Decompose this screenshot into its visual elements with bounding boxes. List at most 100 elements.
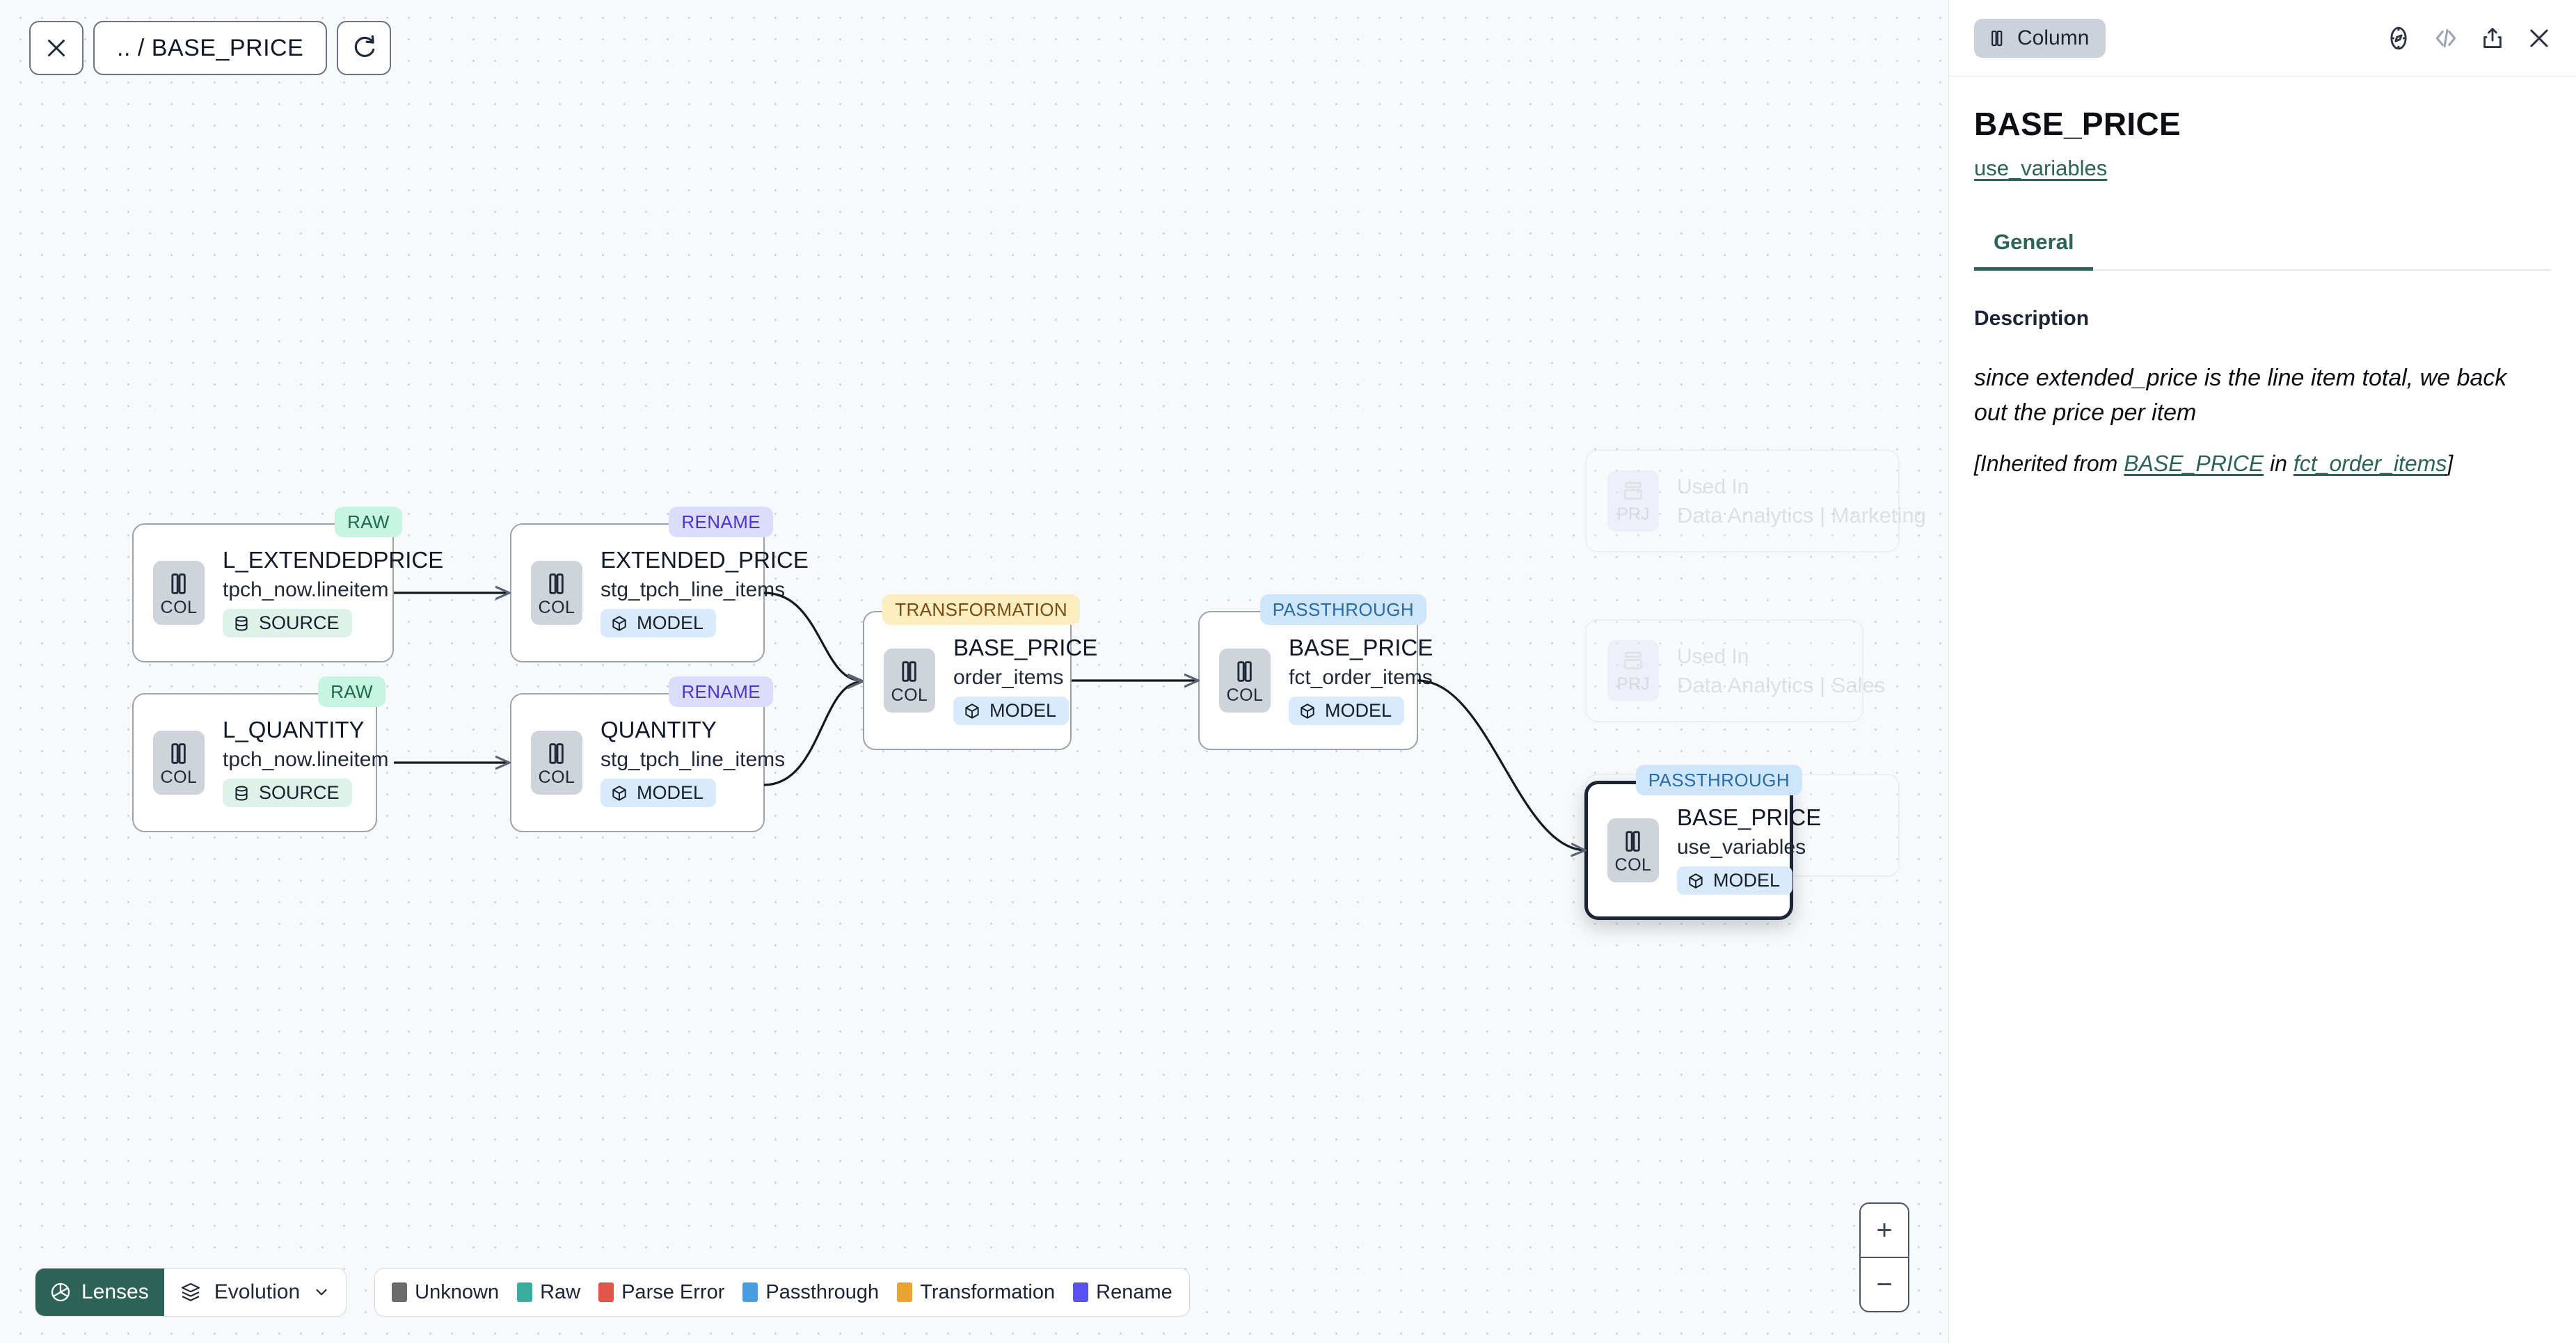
node-subtitle: use_variables <box>1677 835 1806 859</box>
legend-swatch <box>1073 1282 1089 1302</box>
cube-icon <box>965 703 979 719</box>
explore-button[interactable] <box>2385 25 2412 51</box>
breadcrumb-path-button[interactable]: .. / BASE_PRICE <box>93 21 328 75</box>
refresh-button[interactable] <box>337 21 392 75</box>
column-chip: COL <box>1607 818 1659 882</box>
details-panel: Column <box>1948 0 2576 1343</box>
lenses-button[interactable]: Lenses <box>35 1269 164 1316</box>
column-icon <box>902 660 916 682</box>
column-chip: COL <box>531 561 582 625</box>
lineage-node-extended-price[interactable]: RENAME COL EXTENDED_PRICE stg_tpch_line_… <box>510 507 809 662</box>
used-in-card: PRJ Used In Data Analytics | Sales <box>1585 619 1885 722</box>
database-icon <box>235 616 248 631</box>
legend-label: Unknown <box>415 1280 500 1303</box>
tab-general[interactable]: General <box>1974 230 2094 271</box>
legend-item-passthrough: Passthrough <box>742 1281 879 1304</box>
node-kind-chip: MODEL <box>601 779 717 808</box>
chevron-down-icon <box>316 1289 327 1296</box>
column-icon <box>1625 830 1640 852</box>
column-chip-label: COL <box>160 597 198 617</box>
inherited-model-link[interactable]: fct_order_items <box>2293 450 2447 476</box>
project-chip: PRJ <box>1607 470 1659 532</box>
share-icon <box>2483 27 2502 48</box>
close-icon <box>2530 29 2548 47</box>
legend-swatch <box>392 1282 408 1302</box>
legend-swatch <box>598 1282 614 1302</box>
column-icon <box>171 742 186 764</box>
lineage-node-l-extendedprice[interactable]: RAW COL L_EXTENDEDPRICE tpch_now.lineite… <box>132 507 443 662</box>
node-kind-label: MODEL <box>989 700 1057 722</box>
lineage-node-base-price-use-variables[interactable]: PASSTHROUGH COL BASE_PRICE use_variables… <box>1584 765 1821 920</box>
node-subtitle: stg_tpch_line_items <box>601 747 786 771</box>
node-subtitle: tpch_now.lineitem <box>223 747 389 771</box>
cube-icon <box>1301 703 1314 719</box>
legend-label: Transformation <box>920 1280 1056 1303</box>
lineage-node-base-price-fct-order-items[interactable]: PASSTHROUGH COL BASE_PRICE fct_order_ite… <box>1198 594 1433 750</box>
legend-item-transformation: Transformation <box>897 1281 1055 1304</box>
legend-label: Raw <box>540 1280 581 1303</box>
node-subtitle: fct_order_items <box>1289 665 1433 689</box>
legend-item-raw: Raw <box>517 1281 580 1304</box>
lineage-node-quantity[interactable]: RENAME COL QUANTITY stg_tpch_line_items … <box>510 676 786 832</box>
column-chip-label: COL <box>1226 685 1264 705</box>
entity-type-pill[interactable]: Column <box>1974 18 2106 58</box>
node-kind-label: SOURCE <box>259 782 340 804</box>
parent-model-link[interactable]: use_variables <box>1974 156 2108 181</box>
node-kind-label: MODEL <box>1713 870 1781 891</box>
cube-icon <box>612 785 626 801</box>
evolution-dropdown[interactable]: Evolution <box>164 1269 347 1316</box>
panel-header-actions <box>2385 25 2552 51</box>
view-code-button[interactable] <box>2433 25 2459 51</box>
node-kind-chip: MODEL <box>1677 866 1793 896</box>
node-kind-label: MODEL <box>1325 700 1392 722</box>
node-subtitle: order_items <box>953 665 1064 689</box>
legend-label: Rename <box>1096 1280 1172 1303</box>
lenses-label: Lenses <box>81 1280 149 1303</box>
used-in-label: Used In <box>1677 475 1749 498</box>
share-button[interactable] <box>2480 26 2505 51</box>
close-button[interactable] <box>29 21 84 75</box>
project-stack-icon <box>1623 651 1643 669</box>
project-chip-label: PRJ <box>1616 504 1650 524</box>
layers-icon <box>181 1282 200 1301</box>
node-kind-label: MODEL <box>637 782 704 804</box>
project-chip: PRJ <box>1607 640 1659 701</box>
details-panel-header: Column <box>1949 0 2576 77</box>
node-kind-chip: SOURCE <box>223 609 352 638</box>
close-panel-button[interactable] <box>2526 25 2552 51</box>
column-icon <box>171 573 186 594</box>
legend-item-rename: Rename <box>1073 1281 1172 1304</box>
column-icon <box>1237 660 1252 682</box>
node-subtitle: stg_tpch_line_items <box>601 578 786 601</box>
node-title: BASE_PRICE <box>1289 634 1433 660</box>
node-kind-chip: MODEL <box>1289 697 1405 726</box>
lineage-node-base-price-order-items[interactable]: TRANSFORMATION COL BASE_PRICE order_item… <box>863 594 1097 750</box>
legend-swatch <box>517 1282 533 1302</box>
inherited-column-link[interactable]: BASE_PRICE <box>2124 450 2264 476</box>
database-icon <box>235 786 248 801</box>
node-badge-transformation: TRANSFORMATION <box>882 594 1080 625</box>
node-kind-chip: SOURCE <box>223 779 352 808</box>
used-in-card: PRJ Used In Data Analytics | Marketing <box>1585 450 1926 553</box>
legend-item-unknown: Unknown <box>392 1281 499 1304</box>
column-chip: COL <box>1219 649 1271 713</box>
inherited-suffix: ] <box>2447 450 2454 476</box>
node-title: EXTENDED_PRICE <box>601 546 809 573</box>
node-title: L_QUANTITY <box>223 716 365 742</box>
description-label: Description <box>1974 307 2090 331</box>
used-in-value: Data Analytics | Sales <box>1677 672 1886 697</box>
lineage-node-l-quantity[interactable]: RAW COL L_QUANTITY tpch_now.lineitem <box>132 676 389 832</box>
canvas-toolbar: .. / BASE_PRICE <box>29 21 392 75</box>
legend-swatch <box>742 1282 758 1302</box>
column-chip-label: COL <box>160 767 198 787</box>
node-badge-passthrough: PASSTHROUGH <box>1635 765 1802 795</box>
zoom-in-button[interactable]: + <box>1861 1204 1908 1258</box>
lineage-canvas[interactable]: .. / BASE_PRICE PRJ Used In <box>0 0 1948 1343</box>
node-kind-label: MODEL <box>637 612 704 634</box>
bottom-toolbar: Lenses Evolution Unkno <box>35 1268 1190 1317</box>
used-in-value: Data Analytics | Marketing <box>1677 502 1926 527</box>
description-text: since extended_price is the line item to… <box>1974 365 2507 426</box>
zoom-out-button[interactable]: − <box>1876 1269 1893 1300</box>
legend-swatch <box>897 1282 913 1302</box>
